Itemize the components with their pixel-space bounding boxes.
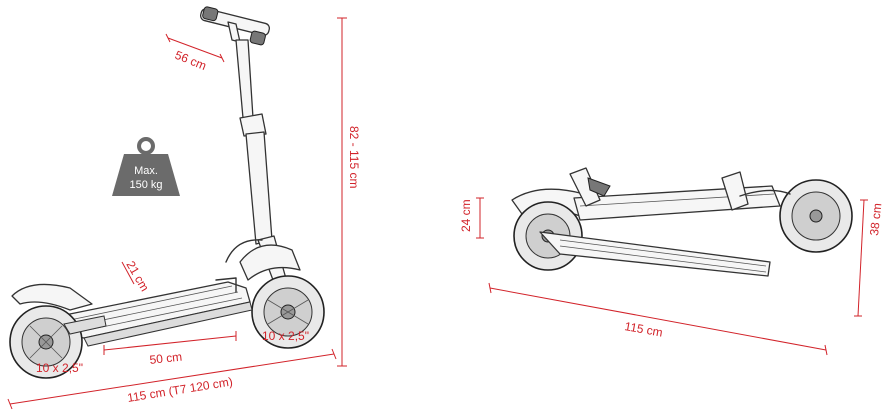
dimension-deck-length: 50 cm [103, 331, 237, 367]
folded-scooter [511, 167, 853, 277]
weight-label-max: Max. [134, 165, 158, 177]
dimension-deck-width: 21 cm [121, 259, 152, 294]
label-deck-length: 50 cm [149, 350, 183, 367]
dimension-folded-length: 115 cm [488, 282, 828, 356]
label-handlebar-width: 56 cm [173, 48, 209, 73]
dimension-handlebar-width: 56 cm [165, 33, 225, 73]
deck [59, 277, 253, 347]
folded-front-wheel [779, 179, 853, 253]
label-folded-handle-height: 24 cm [459, 199, 473, 232]
dimension-height: 82 - 115 cm [337, 17, 361, 367]
weight-label-kg: 150 kg [129, 179, 162, 191]
steering-stem [235, 39, 254, 119]
dimension-folded-handle-height: 24 cm [459, 197, 484, 239]
label-front-wheel: 10 x 2,5" [262, 329, 309, 343]
rear-fender [11, 283, 93, 311]
label-rear-wheel: 10 x 2,5" [36, 361, 83, 375]
dimension-folded-height: 38 cm [854, 199, 884, 317]
front-wheel [251, 275, 325, 349]
label-folded-height: 38 cm [867, 202, 884, 236]
max-weight-icon: Max. 150 kg [112, 137, 180, 196]
label-folded-length: 115 cm [623, 319, 663, 339]
label-deck-width: 21 cm [123, 259, 151, 294]
handlebar [199, 6, 271, 46]
label-total-length: 115 cm (T7 120 cm) [126, 374, 233, 404]
label-height: 82 - 115 cm [347, 126, 361, 188]
unfolded-scooter [9, 6, 325, 379]
